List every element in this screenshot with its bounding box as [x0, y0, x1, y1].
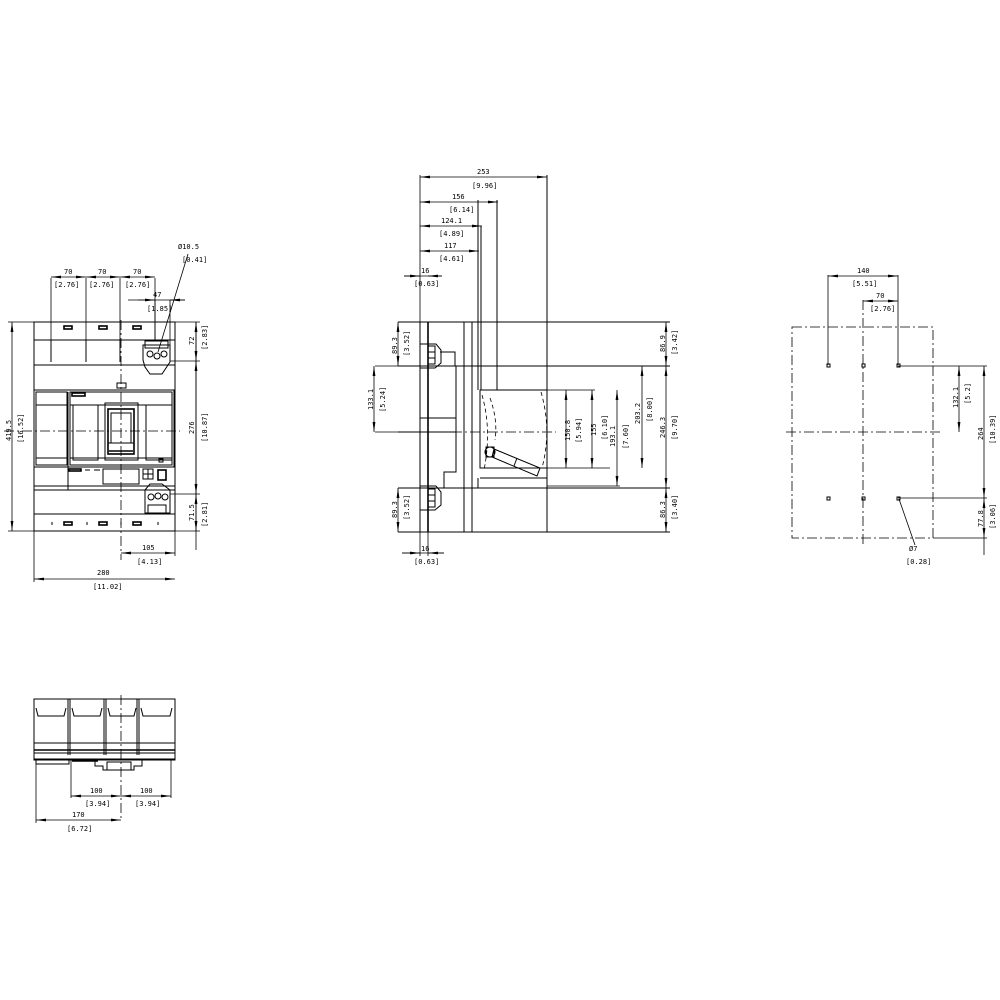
dim-label: 86.9	[659, 335, 667, 352]
dim-label: [5.2]	[964, 383, 972, 404]
dim-label: [4.13]	[137, 558, 162, 566]
dim-label: 72	[188, 337, 196, 345]
dim-label: [2.81]	[201, 502, 209, 527]
aux-lug-bottom	[144, 483, 171, 515]
dim-label: [2.76]	[89, 281, 114, 289]
dim-label: 77.8	[977, 510, 985, 527]
mounting-holes	[826, 363, 901, 501]
dim-label: [3.52]	[403, 495, 411, 520]
dim-label: 105	[142, 544, 155, 552]
dim-label: 100	[140, 787, 153, 795]
dim-label: [8.00]	[646, 397, 654, 422]
aux-lug-top	[142, 340, 171, 375]
dim-label: [11.02]	[93, 583, 123, 591]
dim-label: 264	[977, 427, 985, 440]
dim-label: [2.76]	[54, 281, 79, 289]
dim-label: [4.89]	[439, 230, 464, 238]
dim-label: [5.94]	[575, 418, 583, 443]
dim-label: 117	[444, 242, 457, 250]
mounting-hole-view: 140 [5.51] 70 [2.76] 132.1 [5.2] 264 [10…	[786, 267, 997, 566]
dim-label: 100	[90, 787, 103, 795]
dim-label: 70	[133, 268, 141, 276]
dim-label: [0.63]	[414, 558, 439, 566]
dim-label: [6.72]	[67, 825, 92, 833]
dim-label: 86.3	[659, 501, 667, 518]
operating-handle	[104, 402, 139, 461]
dim-label: Ø7	[909, 545, 917, 553]
dim-label: 246.3	[659, 417, 667, 438]
dim-label: [5.51]	[852, 280, 877, 288]
dim-label: [0.41]	[182, 256, 207, 264]
dim-label: 156	[452, 193, 465, 201]
dim-label: [2.83]	[201, 325, 209, 350]
side-view: 253 [9.96] 156 [6.14] 124.1 [4.89] 117 […	[367, 168, 679, 566]
dim-label: 132.1	[952, 387, 960, 408]
side-handle	[484, 446, 541, 477]
dim-label: [3.94]	[135, 800, 160, 808]
dim-label: [5.24]	[379, 387, 387, 412]
dim-label: 150.8	[564, 420, 572, 441]
cutout-outline	[791, 326, 934, 539]
dim-label: [16.52]	[17, 413, 25, 443]
front-view: 70 [2.76] 70 [2.76] 70 [2.76] 47 [1.85] …	[4, 243, 209, 591]
dim-label: 16	[421, 545, 429, 553]
dim-label: 203.2	[634, 403, 642, 424]
dim-label: 253	[477, 168, 490, 176]
dim-label: [0.28]	[906, 558, 931, 566]
dim-label: 419.5	[5, 420, 13, 441]
dim-label: [2.76]	[870, 305, 895, 313]
dim-label: [3.06]	[989, 504, 997, 529]
dim-label: 70	[98, 268, 106, 276]
dim-label: [9.70]	[671, 415, 679, 440]
side-top-terminal	[420, 343, 442, 369]
dim-label: 124.1	[441, 217, 462, 225]
dim-label: [6.14]	[449, 206, 474, 214]
dim-label: [4.61]	[439, 255, 464, 263]
dim-label: [9.96]	[472, 182, 497, 190]
dim-label: 89.3	[391, 501, 399, 518]
dim-label: 71.5	[188, 504, 196, 521]
dim-label: 155	[590, 423, 598, 436]
dim-label: 16	[421, 267, 429, 275]
dim-label: 280	[97, 569, 110, 577]
dim-label: [6.10]	[601, 415, 609, 440]
dim-label: 89.3	[391, 337, 399, 354]
side-bottom-terminal	[420, 485, 442, 511]
dim-label: 70	[876, 292, 884, 300]
dim-label: 193.1	[609, 426, 617, 447]
dim-label: 133.1	[367, 389, 375, 410]
dim-label: [1.85]	[147, 305, 172, 313]
dim-label: [3.40]	[671, 495, 679, 520]
dim-label: [0.63]	[414, 280, 439, 288]
dim-label: [7.60]	[622, 424, 630, 449]
dim-label: 140	[857, 267, 870, 275]
dim-label: [10.87]	[201, 412, 209, 442]
dim-label: Ø10.5	[178, 243, 199, 251]
dim-label: 70	[64, 268, 72, 276]
dim-label: 276	[188, 421, 196, 434]
dim-label: [10.39]	[989, 414, 997, 444]
dim-label: [3.52]	[403, 331, 411, 356]
dim-label: 170	[72, 811, 85, 819]
dim-label: [2.76]	[125, 281, 150, 289]
dim-label: [3.94]	[85, 800, 110, 808]
lock-tab	[116, 382, 127, 389]
bottom-terminal-bolts	[51, 521, 159, 526]
bottom-view: 100 [3.94] 100 [3.94] 170 [6.72]	[33, 695, 176, 833]
dim-label: [3.42]	[671, 330, 679, 355]
dim-label: 47	[153, 291, 161, 299]
top-terminal-bolts	[63, 325, 142, 330]
